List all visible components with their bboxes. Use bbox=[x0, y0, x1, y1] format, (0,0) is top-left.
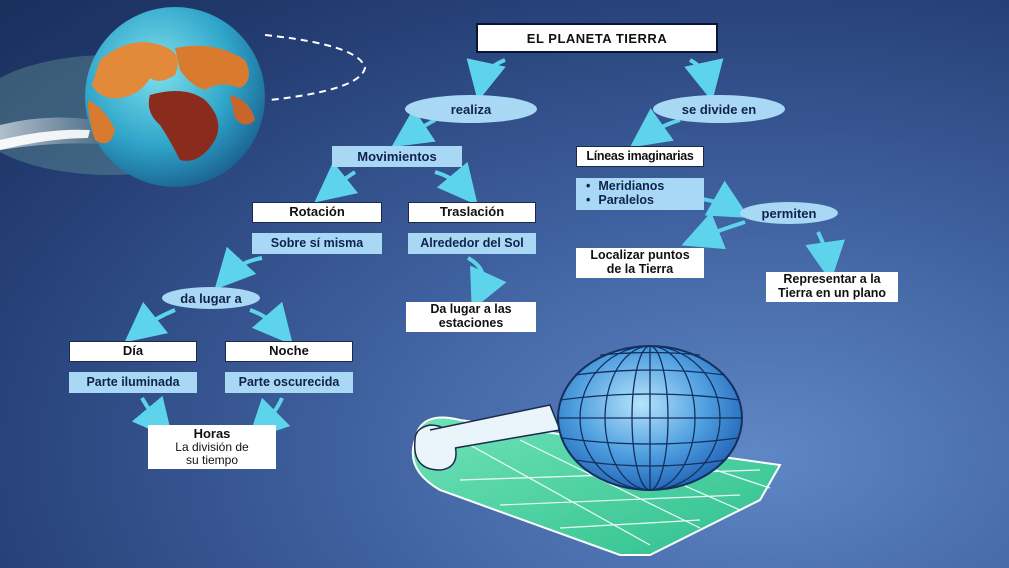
node-localizar: Localizar puntos de la Tierra bbox=[576, 248, 704, 278]
lineas-item-meridianos: Meridianos bbox=[586, 179, 694, 194]
node-traslacion-detail: Alrededor del Sol bbox=[408, 233, 536, 254]
node-representar: Representar a la Tierra en un plano bbox=[766, 272, 898, 302]
horas-line2: su tiempo bbox=[185, 453, 239, 468]
horas-line1: La división de bbox=[175, 439, 249, 454]
connector-se-divide-en: se divide en bbox=[653, 95, 785, 123]
earth-illustration bbox=[0, 7, 367, 187]
node-horas: Horas La división de su tiempo bbox=[148, 425, 276, 469]
node-estaciones: Da lugar a las estaciones bbox=[406, 302, 536, 332]
node-dia: Día bbox=[69, 341, 197, 362]
localizar-line2: de la Tierra bbox=[606, 262, 674, 276]
node-noche-detail: Parte oscurecida bbox=[225, 372, 353, 393]
node-noche: Noche bbox=[225, 341, 353, 362]
localizar-line1: Localizar puntos bbox=[590, 248, 690, 263]
connector-permiten: permiten bbox=[740, 202, 838, 224]
node-rotacion: Rotación bbox=[252, 202, 382, 223]
connector-da-lugar-a: da lugar a bbox=[162, 287, 260, 309]
representar-line2: Tierra en un plano bbox=[777, 286, 887, 300]
node-traslacion: Traslación bbox=[408, 202, 536, 223]
horas-label: Horas bbox=[193, 425, 231, 441]
lineas-item-paralelos: Paralelos bbox=[586, 193, 694, 208]
node-lineas-imaginarias: Líneas imaginarias bbox=[576, 146, 704, 167]
node-rotacion-detail: Sobre sí misma bbox=[252, 233, 382, 254]
estaciones-line1: Da lugar a las bbox=[430, 302, 512, 317]
globe-map-illustration bbox=[411, 345, 782, 556]
node-movimientos: Movimientos bbox=[332, 146, 462, 167]
representar-line1: Representar a la bbox=[783, 272, 881, 287]
diagram-title: EL PLANETA TIERRA bbox=[476, 23, 718, 53]
node-dia-detail: Parte iluminada bbox=[69, 372, 197, 393]
lineas-list: Meridianos Paralelos bbox=[576, 178, 704, 210]
connector-realiza: realiza bbox=[405, 95, 537, 123]
estaciones-line2: estaciones bbox=[438, 316, 504, 330]
